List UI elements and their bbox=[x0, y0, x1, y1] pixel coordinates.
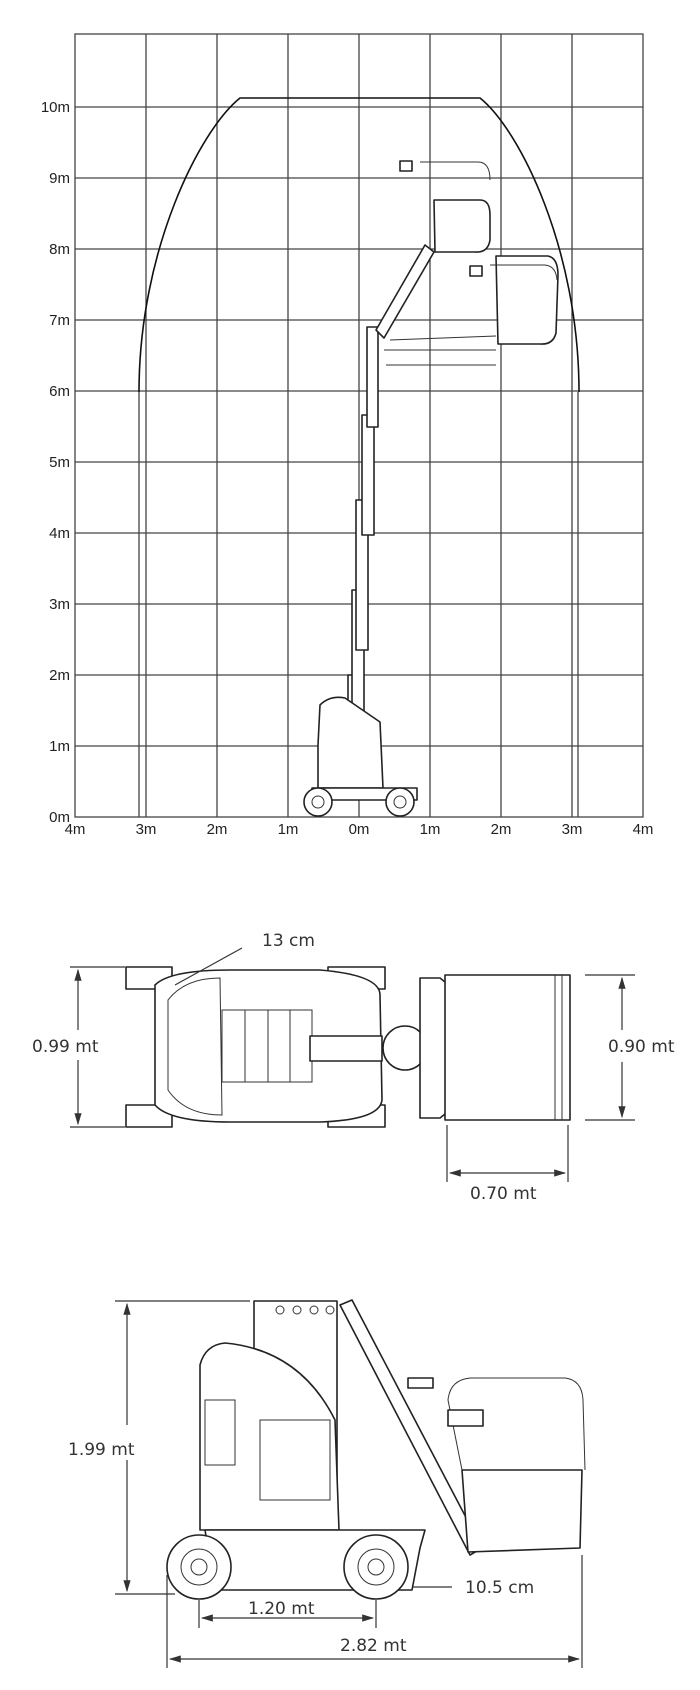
height-tick-label: 2m bbox=[49, 667, 70, 684]
length-label: 2.82 mt bbox=[340, 1636, 407, 1656]
height-tick-label: 5m bbox=[49, 454, 70, 471]
side-view-drawing bbox=[166, 1299, 586, 1600]
reach-tick-label: 4m bbox=[65, 821, 86, 838]
height-tick-label: 7m bbox=[49, 312, 70, 329]
tire-clearance-label: 13 cm bbox=[262, 931, 315, 951]
reach-tick-label: 3m bbox=[562, 821, 583, 838]
height-tick-label: 10m bbox=[41, 99, 70, 116]
reach-tick-label: 1m bbox=[278, 821, 299, 838]
reach-tick-label: 0m bbox=[349, 821, 370, 838]
height-tick-label: 0m bbox=[49, 809, 70, 826]
width-label: 0.99 mt bbox=[32, 1037, 99, 1057]
working-envelope-curve bbox=[138, 97, 580, 393]
reach-tick-label: 2m bbox=[491, 821, 512, 838]
height-tick-label: 6m bbox=[49, 383, 70, 400]
top-view-drawing bbox=[125, 966, 571, 1128]
height-tick-label: 3m bbox=[49, 596, 70, 613]
wheelbase-label: 1.20 mt bbox=[248, 1599, 315, 1619]
height-axis-labels: 0m 1m 2m 3m 4m 5m 6m 7m 8m 9m 10m bbox=[41, 99, 70, 826]
reach-tick-label: 1m bbox=[420, 821, 441, 838]
platform-width-label: 0.90 mt bbox=[608, 1037, 675, 1057]
reach-axis-labels: 4m 3m 2m 1m 0m 1m 2m 3m 4m bbox=[65, 821, 654, 838]
height-tick-label: 1m bbox=[49, 738, 70, 755]
reach-grid bbox=[74, 33, 644, 818]
reach-tick-label: 3m bbox=[136, 821, 157, 838]
height-label: 1.99 mt bbox=[68, 1440, 135, 1460]
height-tick-label: 4m bbox=[49, 525, 70, 542]
height-tick-label: 9m bbox=[49, 170, 70, 187]
platform-depth-label: 0.70 mt bbox=[470, 1184, 537, 1204]
reach-tick-label: 2m bbox=[207, 821, 228, 838]
ground-clearance-label: 10.5 cm bbox=[465, 1578, 534, 1598]
height-tick-label: 8m bbox=[49, 241, 70, 258]
lift-extended-drawing bbox=[303, 160, 559, 817]
tire-clearance-leader bbox=[174, 947, 243, 986]
reach-tick-label: 4m bbox=[633, 821, 654, 838]
